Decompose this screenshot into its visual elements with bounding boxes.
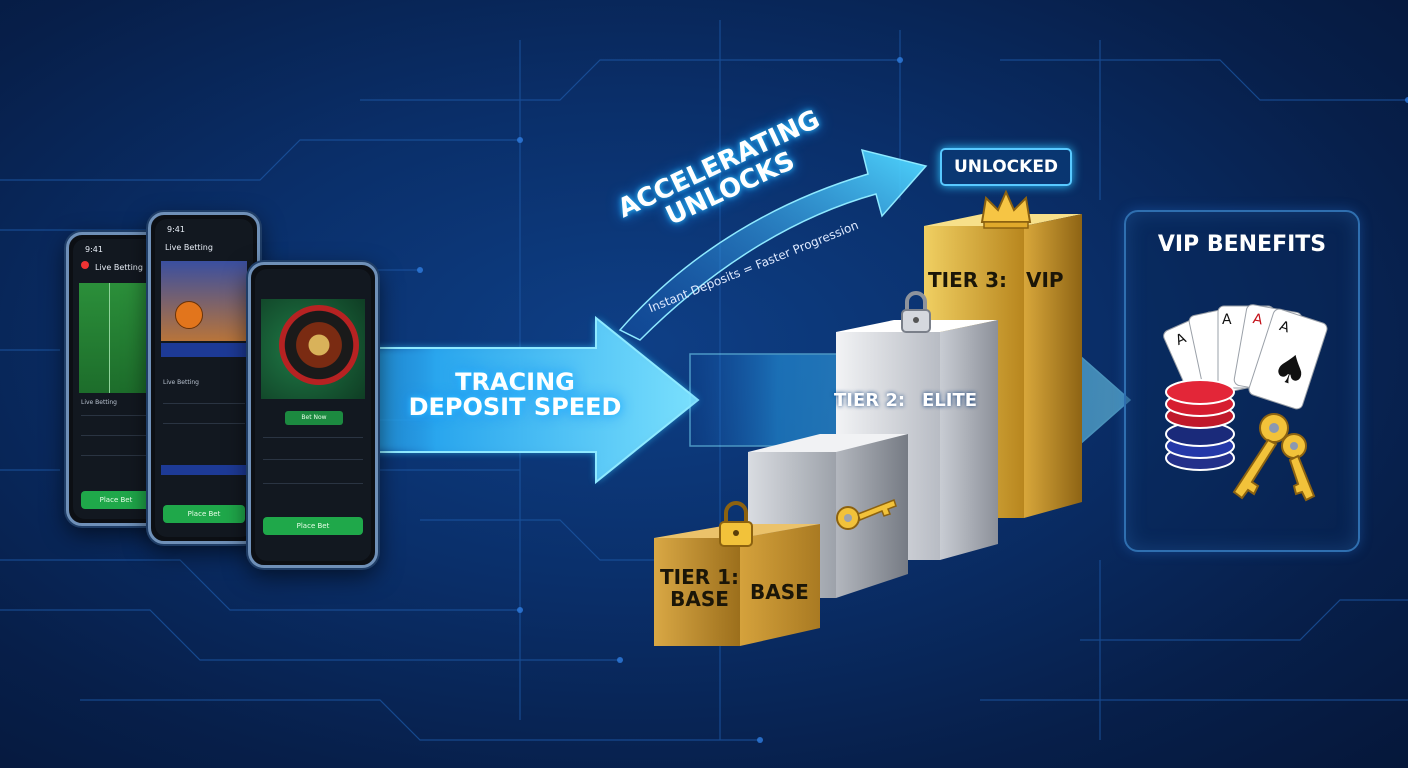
roulette-wheel-icon: [279, 305, 359, 385]
keys-icon: [1232, 413, 1316, 502]
odds-row: [81, 435, 151, 446]
main-arrow-label-line1: TRACING: [455, 368, 575, 396]
tier2-name: ELITE: [922, 390, 978, 411]
unlocked-badge: UNLOCKED: [940, 148, 1072, 186]
place-bet-button[interactable]: Place Bet: [263, 517, 363, 535]
phone-title: Live Betting: [95, 263, 143, 272]
basketball-icon: [175, 301, 203, 329]
phone-mockup-3: Bet Now Place Bet: [248, 262, 378, 568]
poker-chips-icon: [1165, 379, 1235, 471]
soccer-field: [79, 283, 153, 393]
svg-text:A: A: [1252, 311, 1265, 328]
padlock-icon: [901, 291, 931, 333]
place-bet-button[interactable]: Place Bet: [81, 491, 151, 509]
score-bar: [161, 343, 247, 357]
odds-row: [263, 483, 363, 494]
highlight-bar: [161, 465, 247, 475]
roulette-area: [261, 299, 365, 399]
tier3-prefix: TIER 3:: [928, 268, 1008, 292]
place-bet-button[interactable]: Place Bet: [163, 505, 245, 523]
crown-icon: [980, 189, 1032, 229]
phone-screen: Bet Now Place Bet: [255, 269, 371, 561]
odds-row: [81, 415, 151, 426]
odds-row: [163, 423, 245, 434]
tier3-name: VIP: [1026, 268, 1064, 292]
tier1-prefix-line2: BASE: [670, 587, 729, 611]
phone-section: Live Betting: [81, 399, 117, 406]
tier1-prefix-line1: TIER 1:: [660, 565, 740, 589]
field-line: [108, 283, 110, 393]
phone-tab-bar: [261, 545, 365, 555]
phone-screen: 9:41 Live Betting Live Betting Place Bet: [73, 239, 159, 519]
padlock-icon: [719, 501, 753, 547]
svg-text:A: A: [1222, 312, 1232, 328]
tier2-prefix: TIER 2:: [834, 390, 906, 411]
tier1-prefix: TIER 1: BASE: [660, 566, 739, 610]
phone-title: Live Betting: [165, 243, 213, 252]
odds-row: [263, 437, 363, 448]
main-arrow-label: TRACING DEPOSIT SPEED: [390, 368, 640, 422]
tier1-name: BASE: [750, 580, 809, 604]
phone-mockup-2: 9:41 Live Betting Live Betting Place Bet: [148, 212, 260, 544]
phone-section: Live Betting: [163, 379, 199, 386]
phone-header: [261, 277, 365, 287]
odds-row: [163, 403, 245, 414]
phone-time: 9:41: [85, 245, 103, 254]
live-dot-icon: [81, 261, 89, 269]
odds-row: [263, 459, 363, 470]
odds-row: [81, 455, 151, 466]
key-icon: [836, 499, 897, 530]
basketball-arena: [161, 261, 247, 341]
phone-screen: 9:41 Live Betting Live Betting Place Bet: [155, 219, 253, 537]
vip-benefits-title: VIP BENEFITS: [1157, 232, 1327, 257]
bet-now-button[interactable]: Bet Now: [285, 411, 343, 425]
main-arrow-label-line2: DEPOSIT SPEED: [408, 393, 622, 422]
curved-arrow: [618, 148, 928, 341]
vip-benefits-panel: VIP BENEFITS A A A A ♠: [1124, 210, 1360, 552]
phone-time: 9:41: [167, 225, 185, 234]
